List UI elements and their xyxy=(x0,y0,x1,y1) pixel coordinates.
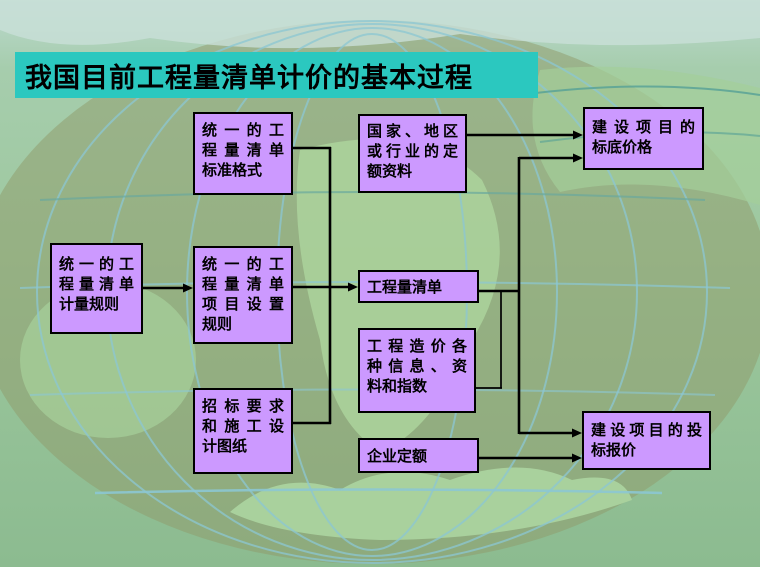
landmass-bottom xyxy=(230,467,632,540)
arrowhead-rules-setup xyxy=(183,283,193,293)
node-enterprise-quota: 企业定额 xyxy=(358,438,479,473)
node-unified-list-item-setup-rules: 统一的工程量清单项目设置规则 xyxy=(193,246,293,344)
node-cost-info-data-indices: 工程造价各种信息、资料和指数 xyxy=(358,328,476,413)
slide-title-bar: 我国目前工程量清单计价的基本过程 xyxy=(15,52,538,98)
arrowhead-quota-baseprice xyxy=(573,130,583,140)
node-project-bid-price: 建设项目的投标报价 xyxy=(582,411,711,470)
node-unified-measurement-rules: 统一的工程量清单计量规则 xyxy=(50,243,143,334)
node-bidding-requirements-design-drawings: 招标要求和施工设计图纸 xyxy=(193,388,293,474)
arrowhead-boq-baseprice xyxy=(573,153,583,163)
slide-title: 我国目前工程量清单计价的基本过程 xyxy=(25,62,473,94)
node-project-base-price: 建设项目的标底价格 xyxy=(583,107,704,170)
node-bill-of-quantities: 工程量清单 xyxy=(358,270,479,303)
node-national-regional-industry-quota: 国家、地区或行业的定额资料 xyxy=(358,114,467,193)
arrowhead-enterprise-bidprice xyxy=(572,453,582,463)
arrowhead-setup-boq xyxy=(348,282,358,292)
node-unified-list-standard-format: 统一的工程量清单标准格式 xyxy=(193,112,293,195)
arrowhead-boq-bidprice xyxy=(572,428,582,438)
arrowheads xyxy=(183,130,583,463)
